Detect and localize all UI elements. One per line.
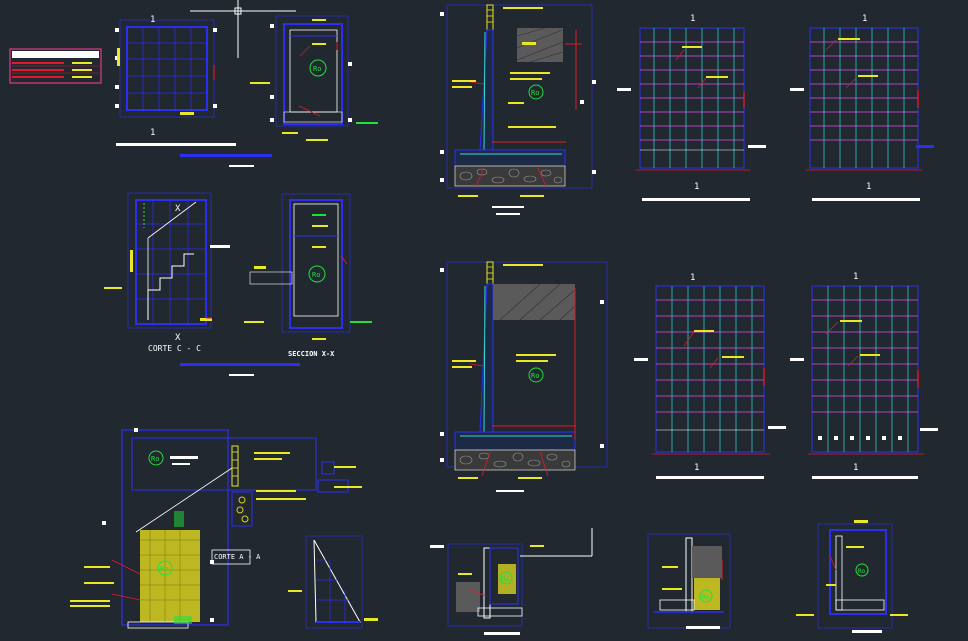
retaining-wall-section-middle: Ro <box>440 261 608 492</box>
svg-text:1: 1 <box>853 272 858 282</box>
svg-text:Ro: Ro <box>531 89 539 97</box>
svg-text:1: 1 <box>150 15 155 25</box>
svg-text:Ro: Ro <box>531 372 539 380</box>
svg-text:Ro: Ro <box>702 594 710 601</box>
detail-section-bottom-2: Ro <box>647 533 731 629</box>
svg-text:CORTE A - A: CORTE A - A <box>214 553 261 561</box>
detail-section-bottom-3: Ro <box>796 520 908 633</box>
rebar-elevation-bottom-left <box>634 285 786 479</box>
retaining-wall-section-top: Ro <box>440 4 596 215</box>
seccion-xx-section: Ro SECCION X-X <box>244 193 372 358</box>
svg-text:1: 1 <box>866 182 871 192</box>
svg-text:X: X <box>175 204 181 214</box>
crosshair-cursor-icon <box>190 0 296 58</box>
rebar-elevation-top-right <box>790 27 934 201</box>
svg-text:1: 1 <box>694 182 699 192</box>
svg-text:SECCION X-X: SECCION X-X <box>288 350 335 358</box>
buttress-wall-section <box>288 535 378 629</box>
svg-text:1: 1 <box>150 128 155 138</box>
rebar-elevation-bottom-right <box>790 285 938 479</box>
svg-text:1: 1 <box>862 14 867 24</box>
svg-text:Ro: Ro <box>313 65 321 73</box>
svg-text:Ro: Ro <box>858 568 866 575</box>
svg-text:Ro: Ro <box>151 455 159 463</box>
tank-section-top: Ro <box>250 15 378 141</box>
svg-text:1: 1 <box>690 273 695 283</box>
axis-marker-group: 1 1 1 1 1 1 1 1 1 1 X X <box>150 14 871 473</box>
svg-text:X: X <box>175 333 181 343</box>
svg-text:1: 1 <box>690 14 695 24</box>
svg-text:CORTE C - C: CORTE C - C <box>148 344 201 353</box>
rebar-elevation-top-left <box>617 27 766 201</box>
svg-text:1: 1 <box>853 463 858 473</box>
svg-text:Ro: Ro <box>312 271 320 279</box>
corte-cc-section: CORTE C - C <box>104 192 300 376</box>
corte-aa-section: Ro Ro CORTE A - A <box>70 428 362 629</box>
detail-section-bottom-1: Ro <box>430 528 593 635</box>
legend-table <box>9 48 102 84</box>
plan-view-grid-top <box>115 19 272 167</box>
svg-text:Ro: Ro <box>502 576 510 583</box>
svg-text:1: 1 <box>694 463 699 473</box>
svg-text:Ro: Ro <box>160 565 168 573</box>
